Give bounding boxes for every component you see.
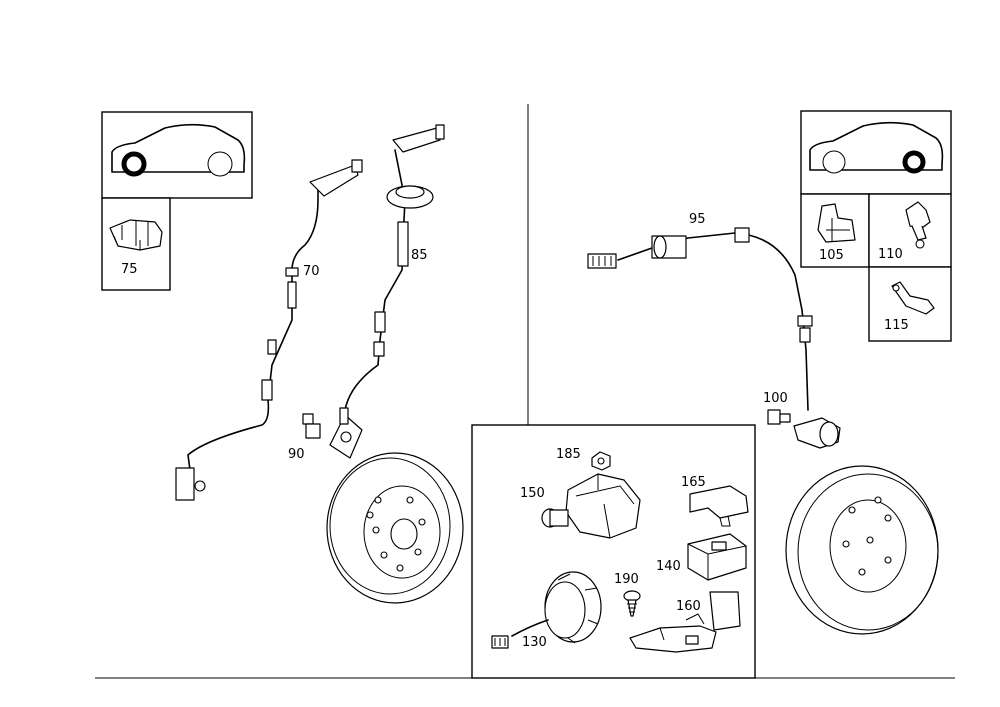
sensor-bracket-icon bbox=[329, 407, 363, 459]
screw-190-icon bbox=[623, 590, 641, 617]
sensor-block-150-icon bbox=[541, 473, 641, 539]
car-rear-wheel-icon bbox=[809, 121, 944, 174]
label-115: 115 bbox=[884, 318, 909, 333]
front-sensor-cable-70 bbox=[175, 159, 363, 501]
label-140: 140 bbox=[656, 559, 681, 574]
front-sensor-head-icon bbox=[175, 467, 206, 501]
nut-185-icon bbox=[591, 451, 611, 471]
relay-140-icon bbox=[687, 533, 747, 581]
label-100: 100 bbox=[763, 391, 788, 406]
label-190: 190 bbox=[614, 572, 639, 587]
label-75: 75 bbox=[121, 262, 138, 277]
label-90: 90 bbox=[288, 447, 305, 462]
rear-sensor-head-icon bbox=[793, 417, 841, 449]
rear-sensor-cable-95 bbox=[587, 227, 841, 449]
front-brake-disc-icon bbox=[326, 452, 464, 604]
label-130: 130 bbox=[522, 635, 547, 650]
rear-brake-disc-icon bbox=[785, 465, 939, 635]
front-axle-indicator-box bbox=[101, 111, 253, 199]
car-front-wheel-icon bbox=[111, 123, 246, 177]
label-160: 160 bbox=[676, 599, 701, 614]
part-105-box: 105 bbox=[800, 193, 870, 268]
rear-axle-indicator-box bbox=[800, 110, 952, 195]
front-sensor-cable-85 bbox=[329, 124, 445, 459]
bracket-160-icon bbox=[629, 591, 741, 653]
label-165: 165 bbox=[681, 475, 706, 490]
part-75-box: 75 bbox=[101, 197, 171, 291]
bolt-100-icon bbox=[767, 409, 791, 425]
sensor-kit-box: 185 150 165 140 190 bbox=[471, 424, 756, 679]
label-95: 95 bbox=[689, 212, 706, 227]
clip-105-icon bbox=[817, 203, 856, 243]
clip-115-icon bbox=[891, 281, 935, 315]
label-105: 105 bbox=[819, 248, 844, 263]
label-185: 185 bbox=[556, 447, 581, 462]
label-70: 70 bbox=[303, 264, 320, 279]
bolt-90-icon bbox=[302, 413, 321, 439]
bracket-165-icon bbox=[689, 485, 749, 527]
label-85: 85 bbox=[411, 248, 428, 263]
label-110: 110 bbox=[878, 247, 903, 262]
part-110-box: 110 bbox=[868, 193, 952, 268]
grommet-icon bbox=[386, 185, 434, 209]
sensor-ring-130-icon bbox=[491, 571, 602, 649]
clip-75-icon bbox=[109, 219, 163, 251]
clip-110-icon bbox=[905, 201, 931, 249]
part-115-box: 115 bbox=[868, 266, 952, 342]
connector-plug-icon bbox=[587, 253, 617, 269]
label-150: 150 bbox=[520, 486, 545, 501]
